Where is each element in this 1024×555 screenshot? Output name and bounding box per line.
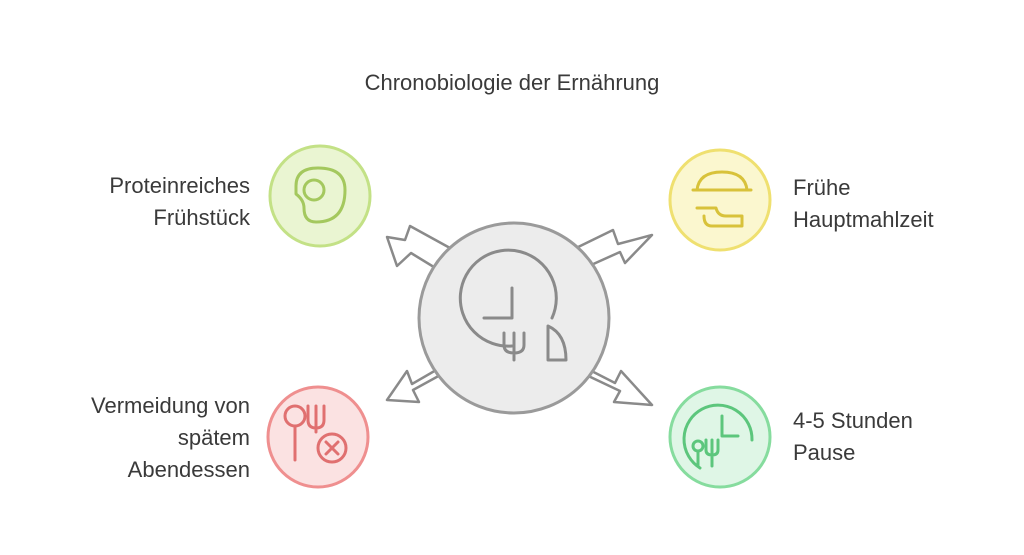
pause-line-2: Pause [793,440,856,465]
main-meal-line-1: Frühe [793,175,851,200]
egg-icon [294,166,347,224]
no-dinner-icon [283,404,348,464]
main-meal-line-2: Hauptmahlzeit [793,207,934,232]
diagram-title: Chronobiologie der Ernährung [364,70,660,95]
avoid-dinner-circle [266,385,370,489]
avoid-dinner-line-1: Vermeidung von [91,393,250,418]
pause-label: 4-5 Stunden Pause [793,405,1013,469]
serving-platter-icon [691,170,753,228]
protein-breakfast-line-1: Proteinreiches [109,173,250,198]
pause-circle [668,385,772,489]
protein-breakfast-line-2: Frühstück [153,205,250,230]
avoid-dinner-label: Vermeidung von spätem Abendessen [20,390,250,486]
protein-breakfast-circle [268,144,372,248]
pause-line-1: 4-5 Stunden [793,408,913,433]
main-meal-label: Frühe Hauptmahlzeit [793,172,1013,236]
protein-breakfast-label: Proteinreiches Frühstück [40,170,250,234]
avoid-dinner-line-3: Abendessen [127,457,250,482]
clock-meal-icon [682,403,754,470]
clock-fork-spoon-icon [458,248,568,362]
avoid-dinner-line-2: spätem [177,425,250,450]
main-meal-circle [668,148,772,252]
center-circle [417,221,611,415]
